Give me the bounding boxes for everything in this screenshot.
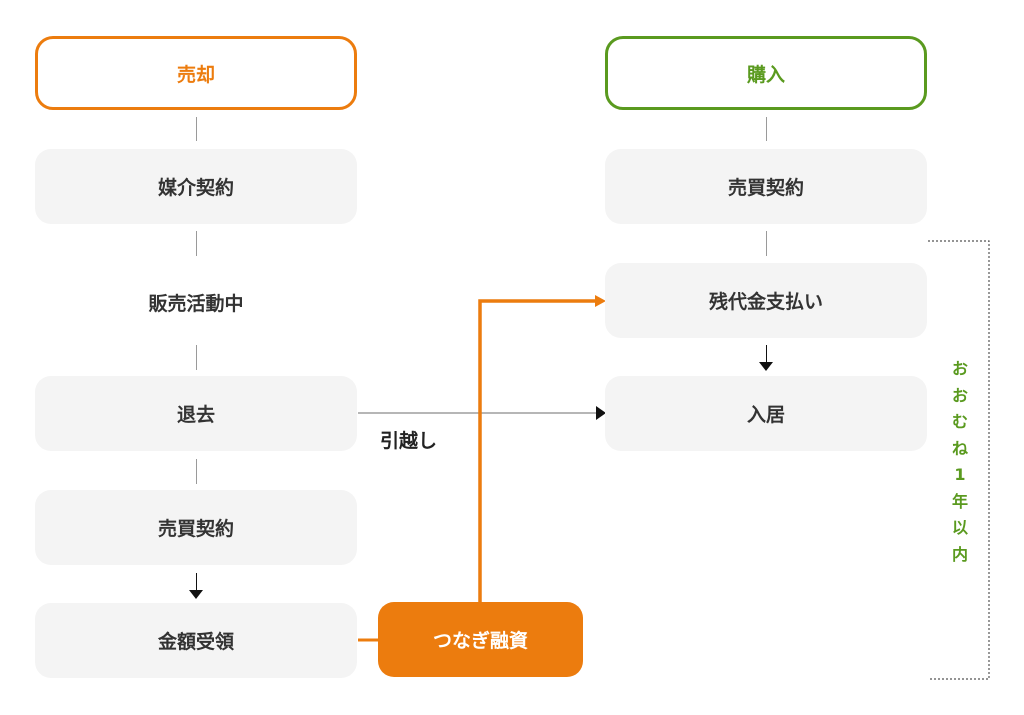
connector-line — [196, 117, 197, 141]
buy-step-label: 入居 — [746, 404, 785, 426]
period-note-char: ね — [951, 438, 968, 458]
connector-line — [196, 231, 197, 256]
bridge-arrowhead — [595, 295, 606, 307]
sell-step-sales-contract: 売買契約 — [35, 490, 357, 565]
connector-line — [766, 345, 767, 362]
sell-step-payment-received: 金額受領 — [35, 603, 357, 678]
buy-step-label: 残代金支払い — [708, 291, 823, 313]
bridge-loan-box: つなぎ融資 — [378, 602, 583, 677]
sell-step-brokerage-contract: 媒介契約 — [35, 149, 357, 224]
period-note-char: お — [951, 359, 968, 378]
sell-step-on-sale: 販売活動中 — [148, 293, 244, 315]
down-arrowhead — [759, 362, 773, 371]
sell-step-label: 退去 — [176, 404, 215, 426]
buy-header: 購入 — [605, 36, 927, 110]
sell-step-move-out: 退去 — [35, 376, 357, 451]
period-note-char: 以 — [951, 518, 968, 537]
connector-line — [766, 117, 767, 141]
period-note-char: む — [951, 412, 968, 431]
sell-header-label: 売却 — [176, 63, 215, 86]
buy-step-sales-contract: 売買契約 — [605, 149, 927, 224]
period-note-char: 年 — [951, 491, 968, 511]
buy-step-label: 売買契約 — [727, 177, 804, 199]
sell-step-label: 金額受領 — [157, 631, 234, 653]
bridge-loan-label: つなぎ融資 — [432, 630, 528, 652]
sell-header: 売却 — [35, 36, 357, 110]
bridge-out-line — [478, 299, 596, 602]
connector-line — [196, 459, 197, 484]
period-note-char: 1 — [954, 465, 966, 484]
move-arrowhead — [596, 406, 606, 420]
period-note-char: お — [951, 385, 968, 405]
buy-step-balance-payment: 残代金支払い — [605, 263, 927, 338]
sell-step-label: 売買契約 — [157, 518, 234, 540]
move-label: 引越し — [380, 430, 438, 452]
buy-header-label: 購入 — [746, 63, 785, 86]
connector-line — [196, 573, 197, 590]
connector-line — [766, 231, 767, 256]
connector-line — [196, 345, 197, 370]
period-bracket — [928, 240, 990, 680]
period-note: お お む ね 1 年 以 内 — [948, 356, 972, 568]
down-arrowhead — [189, 590, 203, 599]
period-note-char: 内 — [951, 544, 968, 564]
buy-step-move-in: 入居 — [605, 376, 927, 451]
sell-step-label: 媒介契約 — [157, 177, 234, 199]
